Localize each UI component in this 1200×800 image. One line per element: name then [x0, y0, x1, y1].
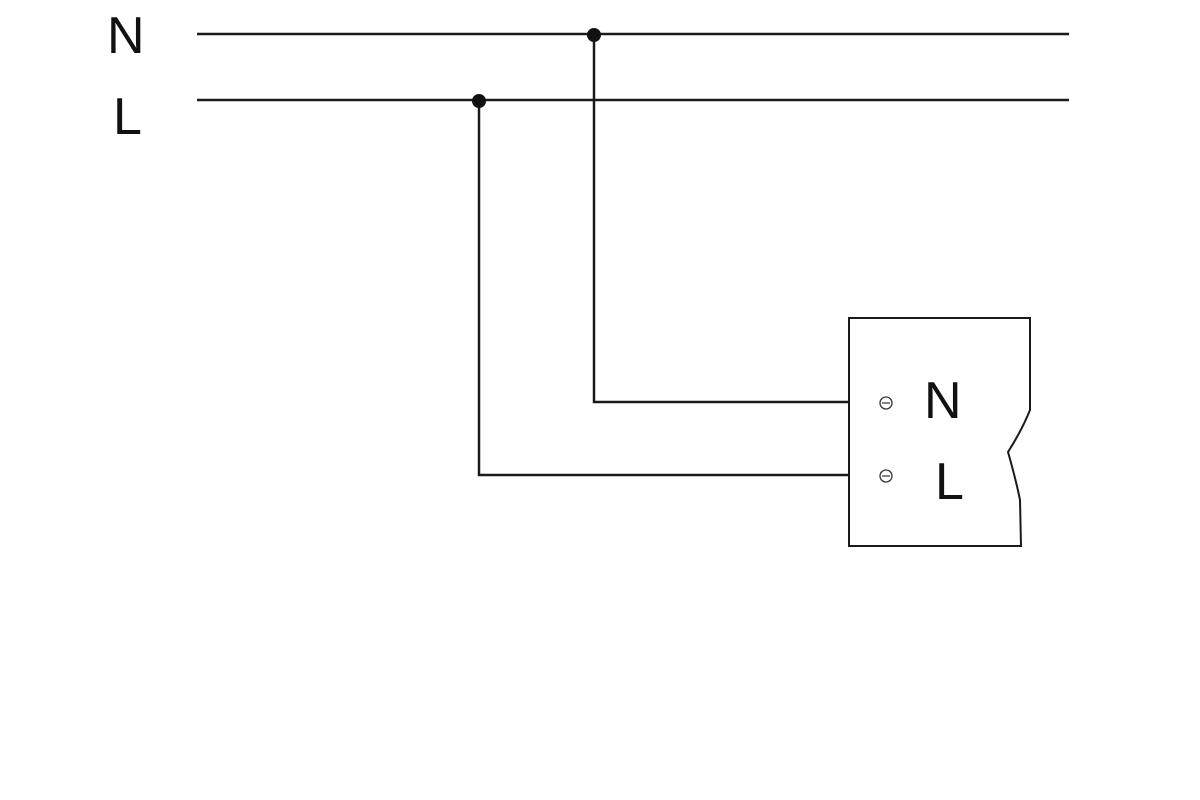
device-line-label: L — [935, 453, 964, 511]
line-branch-wire — [477, 100, 884, 477]
neutral-junction-dot — [587, 28, 601, 42]
neutral-branch-wire — [592, 34, 884, 404]
device-neutral-label: N — [924, 372, 962, 430]
device-enclosure — [848, 317, 1031, 547]
line-junction-dot — [472, 94, 486, 108]
supply-line-label: L — [113, 88, 142, 146]
supply-neutral-label: N — [107, 7, 145, 65]
